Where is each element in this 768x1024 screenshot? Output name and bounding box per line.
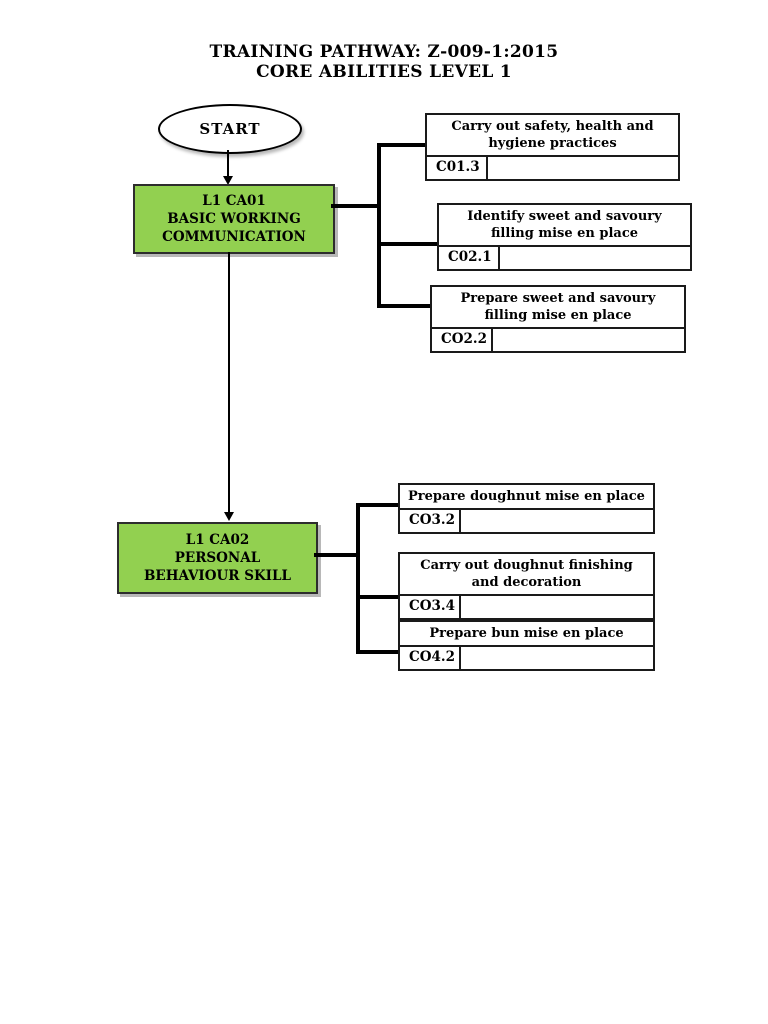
course-code-row: C02.1 — [439, 247, 690, 269]
page-title: TRAINING PATHWAY: Z-009-1:2015 CORE ABIL… — [0, 42, 768, 82]
course-box-co3-2: Prepare doughnut mise en place CO3.2 — [398, 483, 655, 534]
course-title: Carry out doughnut finishing and decorat… — [400, 554, 653, 596]
course-box-co3-4: Carry out doughnut finishing and decorat… — [398, 552, 655, 620]
connector-start-to-module1 — [227, 150, 229, 178]
module-code: L1 CA01 — [202, 193, 266, 209]
course-code-row: CO3.4 — [400, 596, 653, 618]
module-box-l1ca01: L1 CA01 BASIC WORKING COMMUNICATION — [133, 184, 335, 254]
start-label: START — [199, 120, 261, 138]
module-name: BASIC WORKING COMMUNICATION — [162, 211, 306, 245]
connector-module2-trunk — [356, 503, 360, 654]
connector-module1-trunk — [377, 143, 381, 308]
course-title: Prepare bun mise en place — [400, 622, 653, 647]
course-code-row: C01.3 — [427, 157, 678, 179]
connector-module2-branch1 — [358, 503, 398, 507]
course-code-empty-cell — [500, 247, 690, 269]
page-title-line1: TRAINING PATHWAY: Z-009-1:2015 — [209, 42, 559, 62]
course-title: Prepare sweet and savoury filling mise e… — [432, 287, 684, 329]
course-code-empty-cell — [461, 510, 653, 532]
module-box-l1ca02: L1 CA02 PERSONAL BEHAVIOUR SKILL — [117, 522, 318, 594]
course-code-empty-cell — [493, 329, 684, 351]
course-title: Prepare doughnut mise en place — [400, 485, 653, 510]
connector-module2-branch2 — [358, 595, 398, 599]
course-code: C01.3 — [427, 157, 488, 179]
course-box-c02-1: Identify sweet and savoury filling mise … — [437, 203, 692, 271]
course-code: CO4.2 — [400, 647, 461, 669]
course-code-row: CO4.2 — [400, 647, 653, 669]
course-code-row: CO2.2 — [432, 329, 684, 351]
page-title-line2: CORE ABILITIES LEVEL 1 — [256, 62, 512, 82]
course-box-co4-2: Prepare bun mise en place CO4.2 — [398, 620, 655, 671]
course-code: C02.1 — [439, 247, 500, 269]
module-name: PERSONAL BEHAVIOUR SKILL — [144, 550, 291, 584]
module-code: L1 CA02 — [185, 532, 250, 548]
connector-module2-branch3 — [358, 650, 398, 654]
course-box-c01-3: Carry out safety, health and hygiene pra… — [425, 113, 680, 181]
course-box-co2-2: Prepare sweet and savoury filling mise e… — [430, 285, 686, 353]
course-code: CO3.4 — [400, 596, 461, 618]
course-code: CO3.2 — [400, 510, 461, 532]
course-title: Identify sweet and savoury filling mise … — [439, 205, 690, 247]
course-code: CO2.2 — [432, 329, 493, 351]
connector-module1-branch3 — [379, 304, 430, 308]
connector-module1-to-module2 — [228, 252, 230, 514]
course-code-empty-cell — [461, 647, 653, 669]
connector-module1-stem — [331, 204, 379, 208]
start-node: START — [158, 104, 302, 154]
arrowhead-module1 — [223, 176, 233, 185]
course-title: Carry out safety, health and hygiene pra… — [427, 115, 678, 157]
arrowhead-module2 — [224, 512, 234, 521]
connector-module2-stem — [314, 553, 360, 557]
course-code-row: CO3.2 — [400, 510, 653, 532]
connector-module1-branch1 — [379, 143, 425, 147]
course-code-empty-cell — [488, 157, 678, 179]
connector-module1-branch2 — [379, 242, 437, 246]
course-code-empty-cell — [461, 596, 653, 618]
